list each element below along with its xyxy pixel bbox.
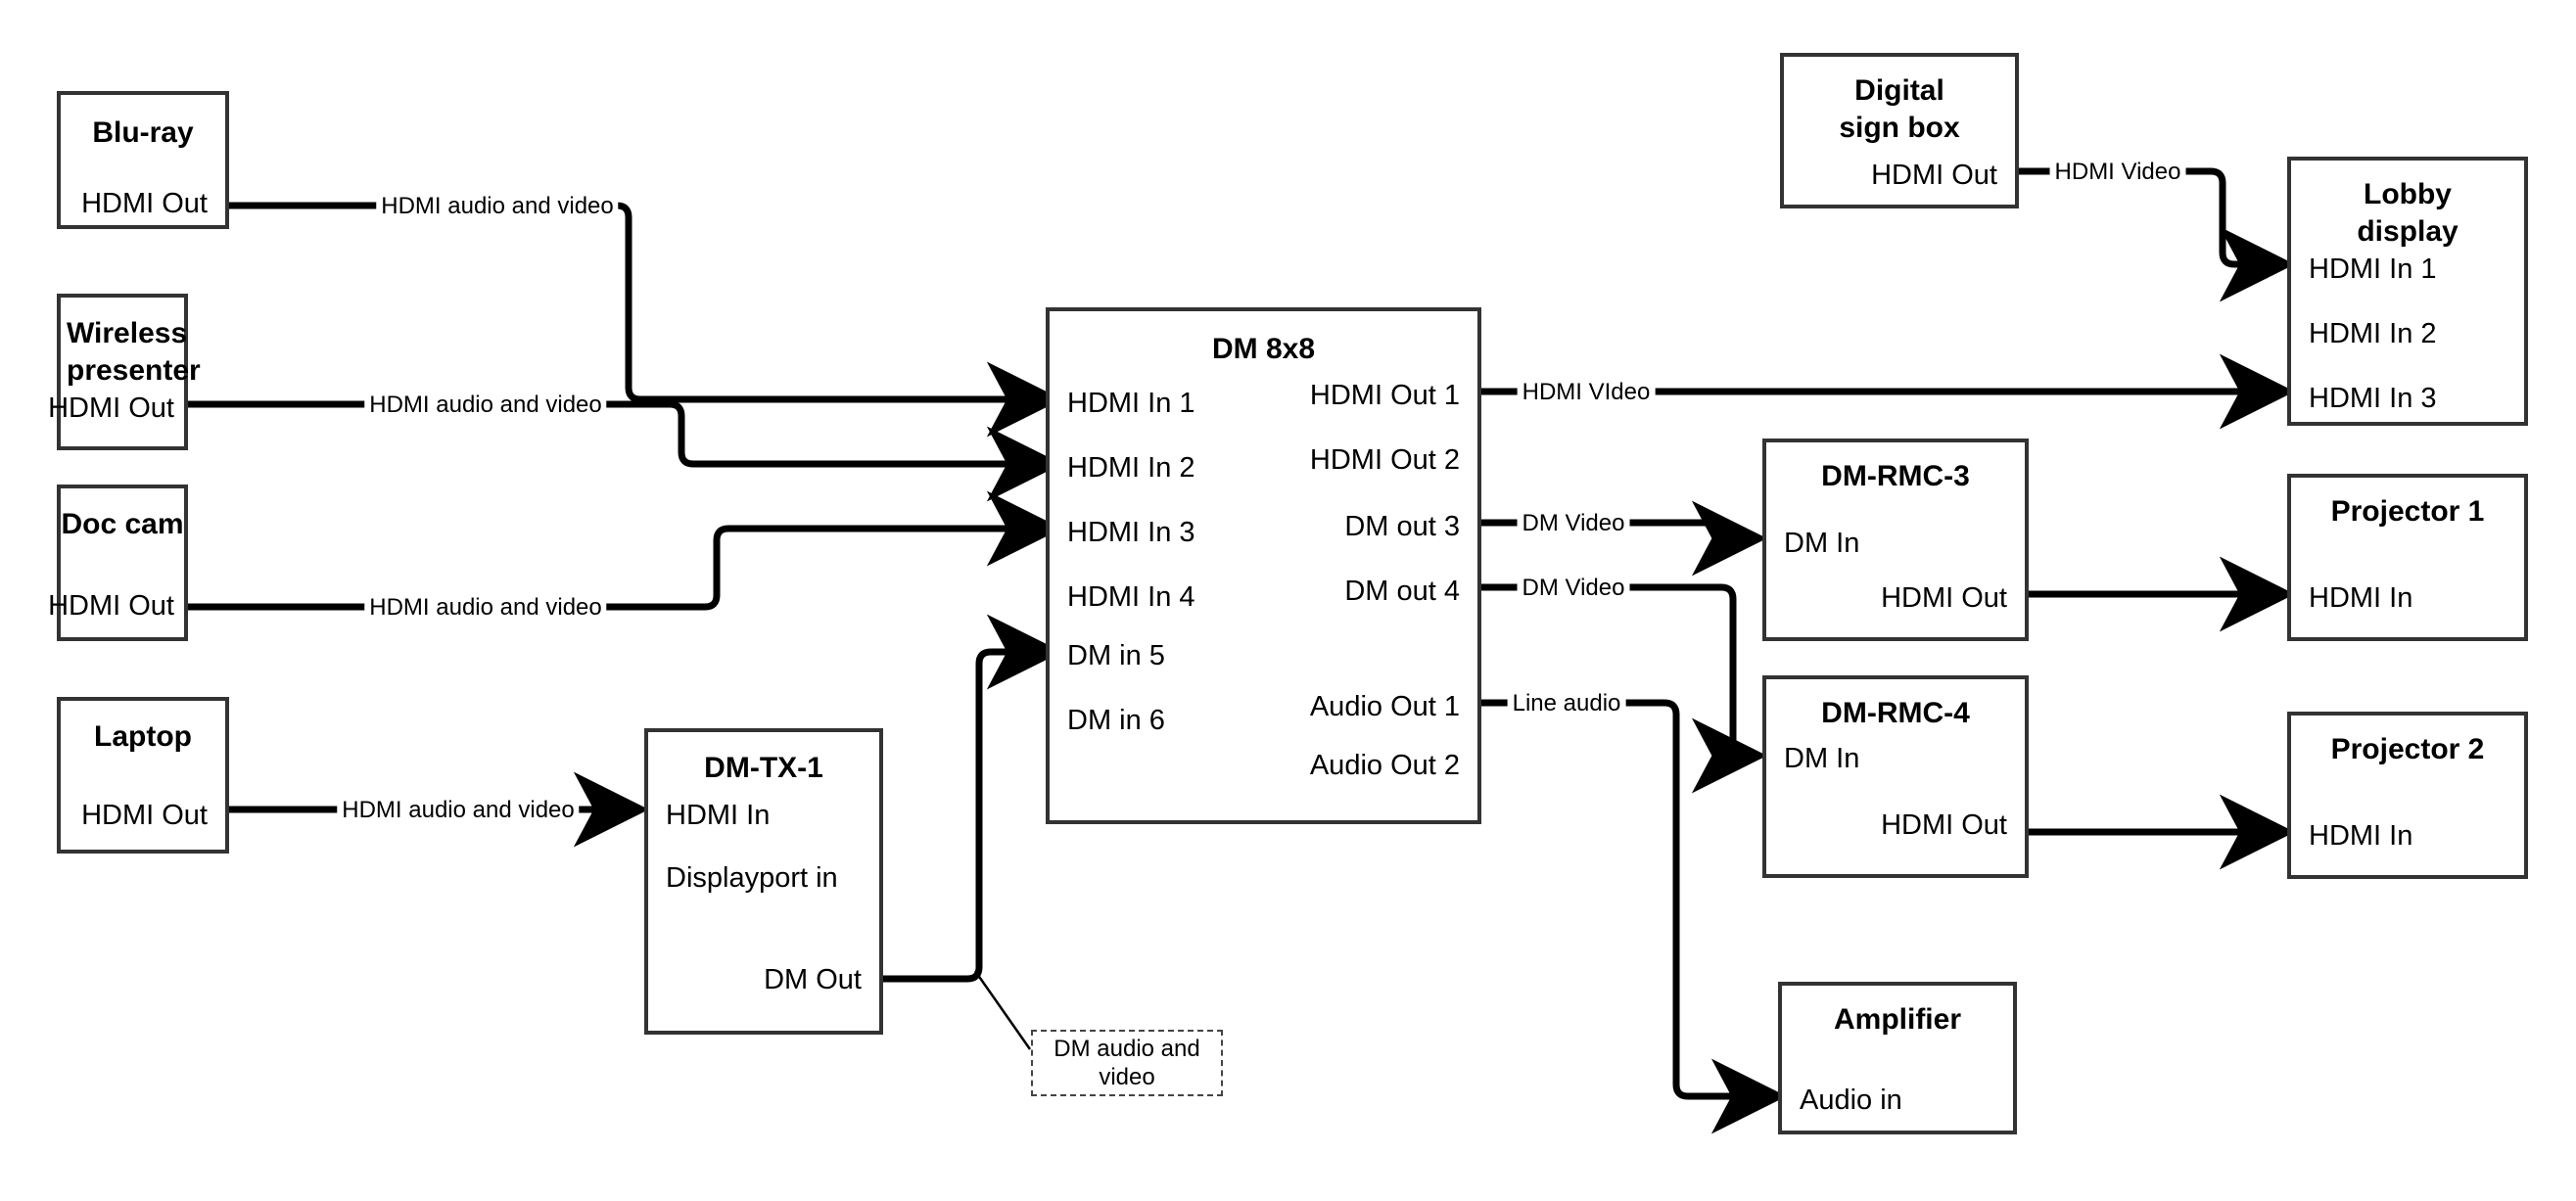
node-blu-ray-title: Blu-ray — [92, 116, 194, 149]
wire-tx-to-dm — [883, 614, 1062, 983]
node-dm-rmc-4-port-dm-in[interactable]: DM In — [1784, 743, 1860, 774]
node-dm-8x8-port-dm-out-3[interactable]: DM out 3 — [1344, 511, 1460, 542]
callout-leader-line — [973, 970, 1032, 1050]
wire-sign-to-lobby — [2019, 167, 2295, 302]
node-dm-tx-1-port-displayport-in[interactable]: Displayport in — [666, 862, 838, 894]
node-doc-cam-title: Doc cam — [61, 508, 184, 540]
node-dm-rmc-3-port-dm-in[interactable]: DM In — [1784, 528, 1860, 559]
wire-label-hdmi-video-out1: HDMI VIdeo — [1517, 380, 1656, 405]
node-laptop-title: Laptop — [94, 720, 192, 753]
node-dm-rmc-4-title: DM-RMC-4 — [1821, 697, 1970, 729]
node-digital-sign-box-port-hdmi-out[interactable]: HDMI Out — [1871, 160, 1997, 191]
wire-label-line-audio: Line audio — [1507, 691, 1626, 716]
node-amplifier[interactable]: Amplifier Audio in — [1778, 982, 2017, 1134]
node-digital-sign-box-title: Digital sign box — [1839, 74, 1960, 144]
wire-label-doc-cam: HDMI audio and video — [364, 595, 607, 621]
node-lobby-display-port-hdmi-in-3[interactable]: HDMI In 3 — [2309, 383, 2437, 414]
node-projector-2[interactable]: Projector 2 HDMI In — [2287, 712, 2528, 879]
node-dm-8x8-port-dm-in-5[interactable]: DM in 5 — [1067, 640, 1165, 671]
node-dm-tx-1-port-hdmi-in[interactable]: HDMI In — [666, 800, 771, 831]
node-lobby-display[interactable]: Lobby display HDMI In 1 HDMI In 2 HDMI I… — [2287, 157, 2528, 426]
node-dm-8x8-title: DM 8x8 — [1211, 333, 1316, 365]
node-doc-cam[interactable]: Doc cam HDMI Out — [48, 485, 188, 641]
wire-audioout1-to-amp — [1481, 699, 1787, 1134]
node-wireless-presenter[interactable]: Wireless presenter HDMI Out — [48, 294, 201, 450]
wire-label-sign-hdmi-video: HDMI Video — [2049, 160, 2186, 185]
wire-label-wireless: HDMI audio and video — [364, 393, 607, 418]
node-lobby-display-title: Lobby display — [2357, 178, 2459, 248]
node-dm-8x8-port-audio-out-1[interactable]: Audio Out 1 — [1309, 691, 1460, 722]
node-digital-sign-box[interactable]: Digital sign box HDMI Out — [1780, 53, 2019, 208]
wire-label-blu-ray: HDMI audio and video — [376, 194, 619, 219]
wire-blu-ray-to-dm — [229, 202, 1062, 438]
wire-label-dm-video-3: DM Video — [1517, 511, 1630, 536]
wire-dmout4-to-rmc4 — [1481, 583, 1767, 794]
node-lobby-display-port-hdmi-in-2[interactable]: HDMI In 2 — [2309, 318, 2437, 349]
callout-text: DM audio and video — [1054, 1036, 1200, 1090]
wire-label-dm-video-4: DM Video — [1517, 576, 1630, 601]
node-doc-cam-port-hdmi-out[interactable]: HDMI Out — [48, 590, 174, 622]
node-projector-2-port-hdmi-in[interactable]: HDMI In — [2309, 820, 2413, 852]
node-dm-rmc-3-port-hdmi-out[interactable]: HDMI Out — [1881, 582, 2007, 614]
node-projector-1[interactable]: Projector 1 HDMI In — [2287, 474, 2528, 641]
node-dm-tx-1-title: DM-TX-1 — [704, 752, 823, 784]
node-dm-rmc-3-title: DM-RMC-3 — [1821, 460, 1970, 492]
node-dm-8x8-port-hdmi-in-1[interactable]: HDMI In 1 — [1067, 388, 1195, 419]
node-amplifier-title: Amplifier — [1833, 1003, 1962, 1036]
node-dm-8x8-port-hdmi-in-4[interactable]: HDMI In 4 — [1067, 581, 1195, 613]
node-projector-1-port-hdmi-in[interactable]: HDMI In — [2309, 582, 2413, 614]
node-blu-ray-port-hdmi-out[interactable]: HDMI Out — [81, 188, 208, 219]
node-lobby-display-port-hdmi-in-1[interactable]: HDMI In 1 — [2309, 254, 2437, 285]
node-dm-rmc-4[interactable]: DM-RMC-4 DM In HDMI Out — [1762, 675, 2029, 878]
node-dm-8x8-port-hdmi-out-2[interactable]: HDMI Out 2 — [1309, 444, 1460, 476]
node-dm-8x8-port-dm-in-6[interactable]: DM in 6 — [1067, 705, 1165, 736]
node-dm-tx-1[interactable]: DM-TX-1 HDMI In Displayport in DM Out — [644, 728, 883, 1035]
node-dm-rmc-4-port-hdmi-out[interactable]: HDMI Out — [1881, 809, 2007, 841]
node-dm-8x8-port-dm-out-4[interactable]: DM out 4 — [1344, 576, 1460, 607]
node-blu-ray[interactable]: Blu-ray HDMI Out — [57, 91, 229, 229]
node-dm-8x8-port-hdmi-out-1[interactable]: HDMI Out 1 — [1309, 380, 1460, 411]
node-projector-2-title: Projector 2 — [2330, 733, 2485, 765]
wire-label-laptop: HDMI audio and video — [337, 798, 580, 823]
node-dm-tx-1-port-dm-out[interactable]: DM Out — [764, 964, 862, 995]
wire-wireless-to-dm — [188, 400, 1062, 502]
node-projector-1-title: Projector 1 — [2330, 495, 2485, 528]
node-dm-8x8-port-hdmi-in-3[interactable]: HDMI In 3 — [1067, 517, 1195, 548]
node-dm-8x8[interactable]: DM 8x8 HDMI In 1 HDMI In 2 HDMI In 3 HDM… — [1046, 307, 1481, 824]
node-wireless-presenter-port-hdmi-out[interactable]: HDMI Out — [48, 393, 174, 424]
node-wireless-presenter-title: Wireless presenter — [67, 317, 201, 387]
node-dm-8x8-port-hdmi-in-2[interactable]: HDMI In 2 — [1067, 452, 1195, 484]
node-dm-8x8-port-audio-out-2[interactable]: Audio Out 2 — [1309, 750, 1460, 781]
node-dm-rmc-3[interactable]: DM-RMC-3 DM In HDMI Out — [1762, 439, 2029, 641]
node-laptop[interactable]: Laptop HDMI Out — [57, 697, 229, 854]
wire-doccam-to-dm — [188, 490, 1062, 611]
node-laptop-port-hdmi-out[interactable]: HDMI Out — [81, 800, 208, 831]
callout-dm-audio-video: DM audio and video — [1031, 1030, 1223, 1096]
node-amplifier-port-audio-in[interactable]: Audio in — [1800, 1085, 1902, 1116]
